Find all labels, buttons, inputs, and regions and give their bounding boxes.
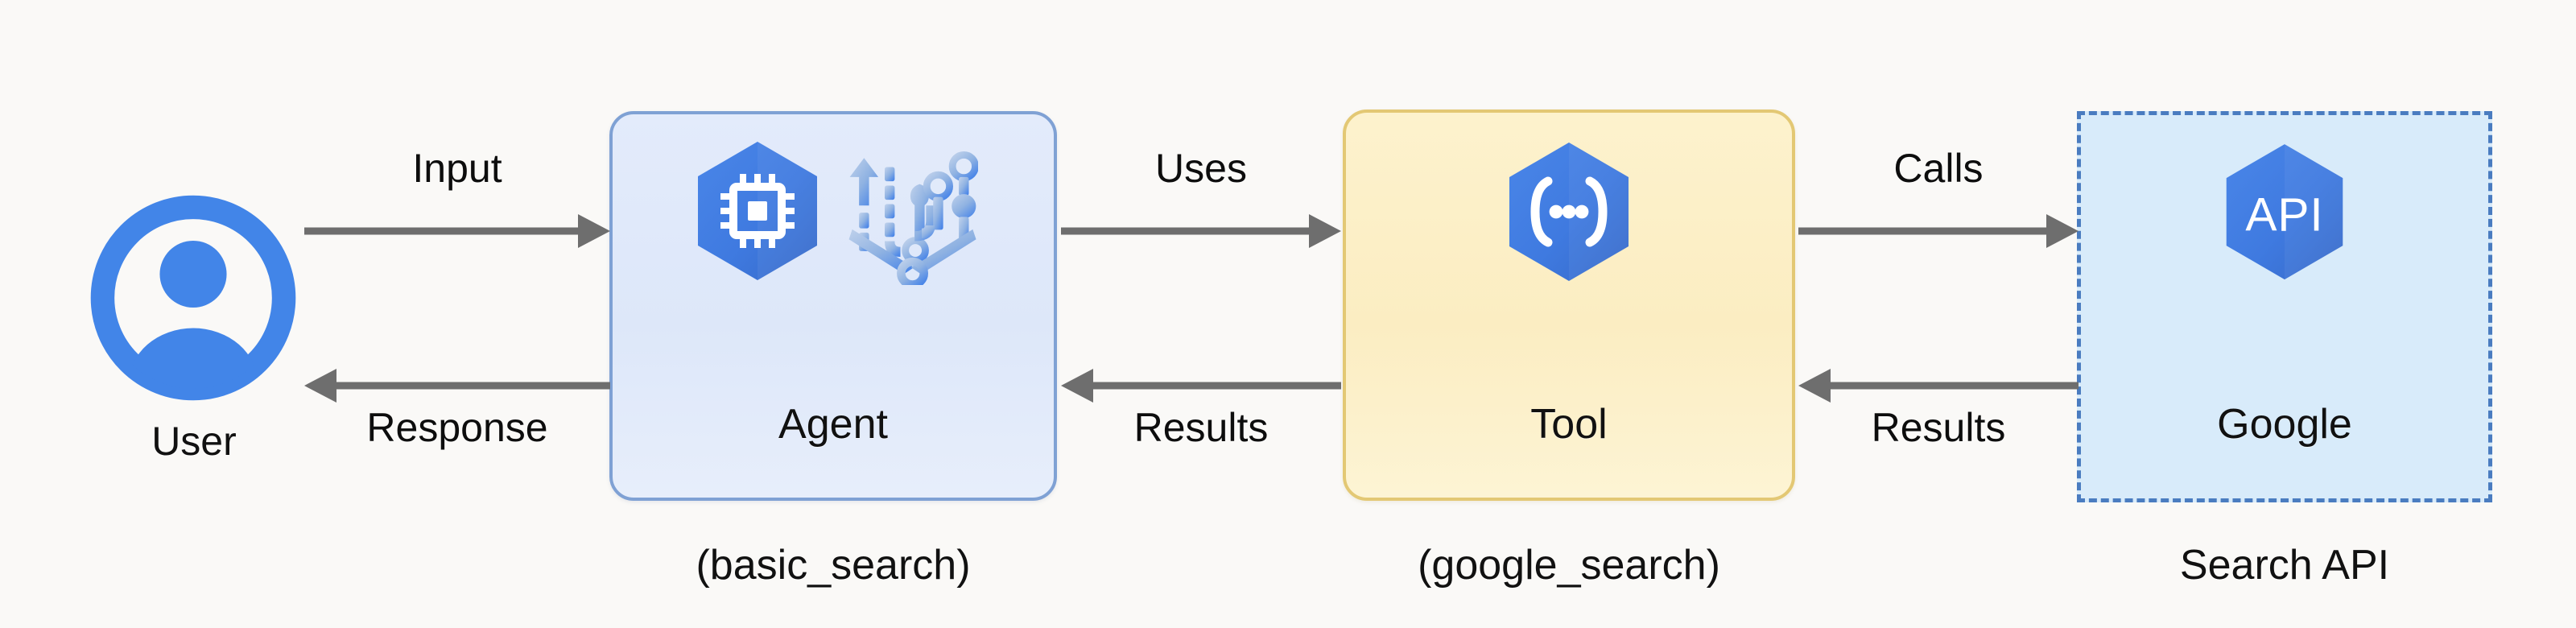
node-api-label-line1: Google [2217, 401, 2352, 448]
user-avatar-icon [85, 190, 301, 406]
node-tool-label-line2: (google_search) [1418, 542, 1720, 589]
edge-label-calls: Calls [1893, 146, 1984, 191]
gcp-hexagon-cpu-icon [688, 138, 827, 292]
gcp-hexagon-brackets-icon [1500, 139, 1638, 293]
node-api-label-line2: Search API [2179, 542, 2390, 589]
agent-pipeline-icon [841, 142, 979, 289]
edge-label-uses: Uses [1155, 146, 1247, 191]
node-agent-label: Agent (basic_search) [609, 308, 1057, 628]
node-agent-icon-row [609, 138, 1057, 291]
node-agent-label-line1: Agent [778, 401, 888, 448]
gcp-hexagon-api-icon: API [2217, 141, 2352, 291]
edge-label-results-tool-agent: Results [1133, 405, 1269, 450]
node-api-icon-row: API [2077, 143, 2492, 288]
node-tool-icon-row [1343, 142, 1795, 288]
edge-api-to-tool-arrow [1798, 357, 2079, 414]
edge-label-input: Input [412, 146, 502, 191]
edge-tool-to-api-arrow [1798, 203, 2079, 259]
api-hexagon-text: API [2245, 188, 2323, 241]
edge-tool-to-agent-arrow [1061, 357, 1341, 414]
edge-user-to-agent-arrow [304, 203, 610, 259]
node-tool-label: Tool (google_search) [1336, 308, 1802, 628]
node-agent[interactable] [609, 111, 1057, 501]
node-agent-label-line2: (basic_search) [696, 542, 971, 589]
node-api-label: Google Search API [2077, 308, 2492, 628]
edge-agent-to-user-arrow [304, 357, 610, 414]
node-tool-label-line1: Tool [1530, 401, 1608, 448]
edge-label-response: Response [366, 405, 548, 450]
node-user-label: User [151, 419, 237, 464]
edge-agent-to-tool-arrow [1061, 203, 1341, 259]
edge-label-results-api-tool: Results [1871, 405, 2006, 450]
node-user[interactable] [77, 190, 311, 480]
